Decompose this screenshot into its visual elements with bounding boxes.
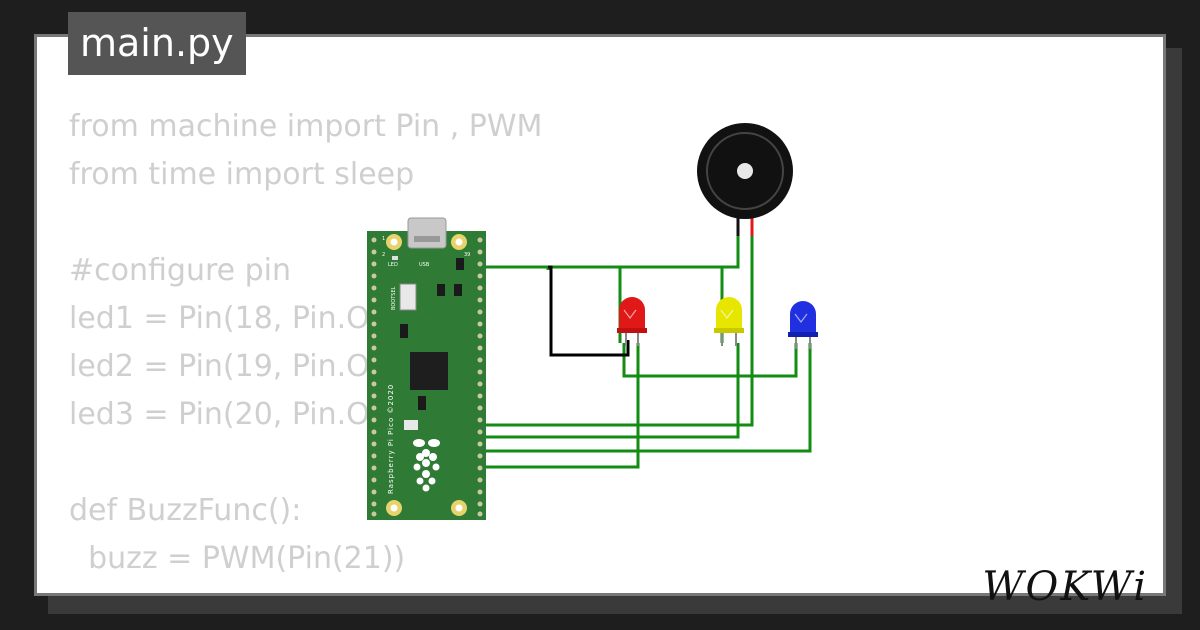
wire-black[interactable] [548, 265, 630, 357]
rp2040-chip [410, 352, 448, 390]
bootsel-label: BOOTSEL [391, 286, 397, 310]
led-label: LED [388, 262, 398, 268]
bootsel-button[interactable] [399, 283, 417, 311]
board-name: Raspberry Pi Pico ©2020 [387, 384, 395, 494]
code-line: from machine import Pin , PWM [69, 109, 543, 144]
led-blue[interactable] [788, 301, 818, 349]
wire-buzzer-signal[interactable] [476, 234, 754, 427]
code-line: #configure pin [69, 253, 292, 288]
pin-headers [371, 237, 483, 517]
code-line: led3 = Pin(20, Pin.OUT) [69, 397, 422, 432]
wire-red-signal[interactable] [476, 343, 640, 469]
code-editor: from machine import Pin , PWM from time i… [69, 103, 543, 593]
code-line: buzz.freq(500) [69, 583, 542, 593]
preview-card: from machine import Pin , PWM from time i… [34, 34, 1166, 596]
buzzer[interactable] [697, 123, 793, 236]
pin39-label: 39 [464, 252, 470, 258]
pico-board[interactable]: USB LED 1 2 39 BOOTSEL Raspberry Pi Pico… [367, 217, 486, 520]
wire-yellow-signal[interactable] [476, 343, 740, 439]
file-tab[interactable]: main.py [68, 12, 246, 75]
usb-port [407, 217, 447, 249]
wire-gnd-bus[interactable] [622, 343, 798, 378]
code-line: from time import sleep [69, 157, 415, 192]
pin1-label: 1 [382, 236, 385, 242]
wire-gnd-buzzer[interactable] [476, 234, 740, 269]
code-line: def BuzzFunc(): [69, 493, 302, 528]
wire-blue-signal[interactable] [476, 343, 812, 453]
led-yellow[interactable] [714, 297, 744, 346]
led-red[interactable] [617, 297, 647, 346]
code-line: buzz = PWM(Pin(21)) [69, 541, 406, 576]
wires [476, 234, 812, 469]
wokwi-logo[interactable]: WOKWi [982, 564, 1148, 610]
mounting-holes [386, 234, 467, 516]
raspberry-logo-icon [413, 439, 440, 492]
pin2-label: 2 [382, 252, 385, 258]
usb-label: USB [419, 262, 430, 268]
